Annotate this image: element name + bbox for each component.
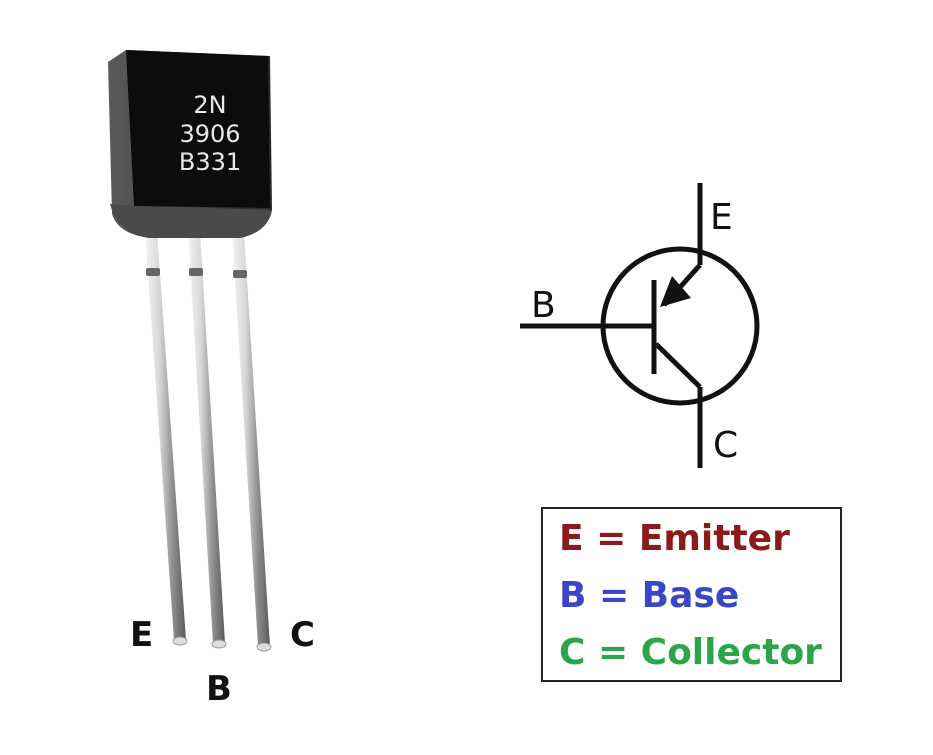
- emitter-arrow-icon: [660, 276, 691, 307]
- transistor-marking: 2N 3906 B331: [179, 91, 241, 176]
- lead-emitter: [145, 232, 186, 640]
- lead-emitter-tip: [172, 636, 188, 646]
- pin-label-base: B: [206, 669, 232, 709]
- lead-collector: [232, 232, 270, 646]
- legend-box: E = Emitter B = Base C = Collector: [541, 507, 842, 682]
- lead-base: [188, 232, 225, 643]
- transistor-leads: [145, 232, 272, 652]
- symbol-label-emitter: E: [710, 197, 733, 238]
- transistor-body: [108, 50, 272, 238]
- lead-collector-tip: [256, 642, 272, 652]
- pin-label-collector: C: [290, 615, 315, 655]
- lead-base-tip: [211, 639, 227, 649]
- marking-line-2: 3906: [179, 120, 240, 148]
- marking-line-3: B331: [179, 148, 241, 176]
- pin-label-emitter: E: [130, 615, 154, 655]
- symbol-label-collector: C: [713, 425, 739, 466]
- legend-item-collector: C = Collector: [559, 632, 822, 673]
- legend-item-base: B = Base: [559, 575, 740, 616]
- collector-diagonal: [654, 342, 702, 389]
- marking-line-1: 2N: [193, 91, 226, 119]
- symbol-label-base: B: [531, 285, 556, 326]
- legend-item-emitter: E = Emitter: [559, 518, 790, 559]
